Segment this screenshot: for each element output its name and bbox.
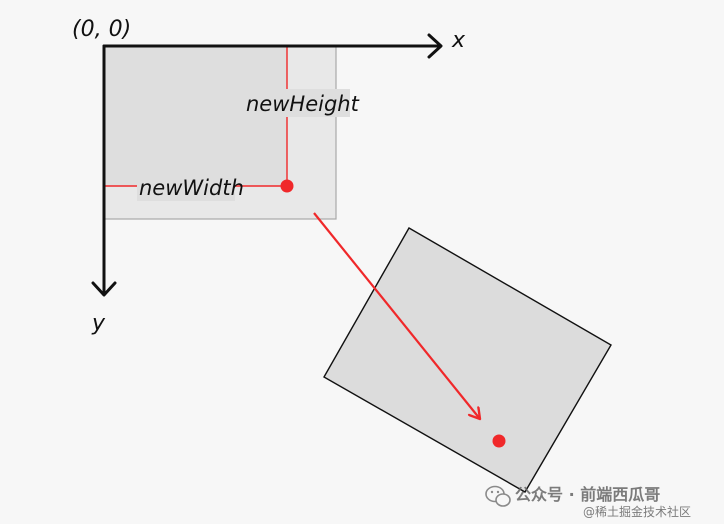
rotated-rect (323, 227, 612, 493)
new-height-label: newHeight (246, 92, 360, 116)
y-axis-arrow-icon (91, 281, 117, 297)
watermark-account: 公众号 · 前端西瓜哥 (515, 485, 660, 504)
new-width-label-bg (137, 173, 235, 201)
origin-label: (0, 0) (72, 17, 131, 42)
new-position-point (280, 179, 294, 193)
wechat-icon (485, 485, 511, 507)
x-axis-label: x (451, 28, 466, 53)
watermark-source: @稀土掘金技术社区 (583, 504, 691, 519)
new-height-label-bg (244, 89, 350, 117)
x-axis-arrow-icon (427, 33, 443, 59)
y-axis-label: y (91, 311, 106, 336)
move-arrow (313, 212, 480, 419)
watermark: 公众号 · 前端西瓜哥 @稀土掘金技术社区 (485, 485, 691, 519)
original-position-point (492, 434, 506, 448)
new-width-label: newWidth (139, 176, 244, 200)
